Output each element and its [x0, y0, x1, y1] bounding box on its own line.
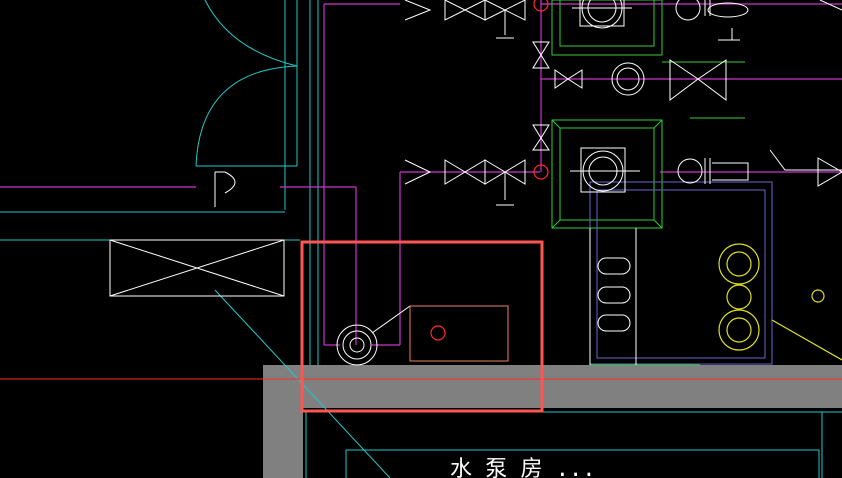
selection-highlight-box[interactable]: [300, 240, 544, 413]
pipe-lines: [0, 0, 842, 346]
valve-symbols: [404, 0, 740, 206]
room-label: 水 泵 房 ...: [450, 457, 595, 478]
floor-slab: [263, 365, 842, 478]
yellow-circles: [718, 243, 842, 361]
red-joints: [430, 0, 549, 341]
door-fixture: [214, 171, 236, 207]
crossed-opening: [109, 239, 285, 297]
sump-pit: [336, 305, 509, 366]
equipment-frames: [551, 0, 745, 366]
oval-stack: [589, 228, 637, 365]
pump-symbol-top: [572, 0, 842, 29]
pump-base: [589, 181, 773, 365]
pump-symbol-middle: [570, 147, 842, 193]
